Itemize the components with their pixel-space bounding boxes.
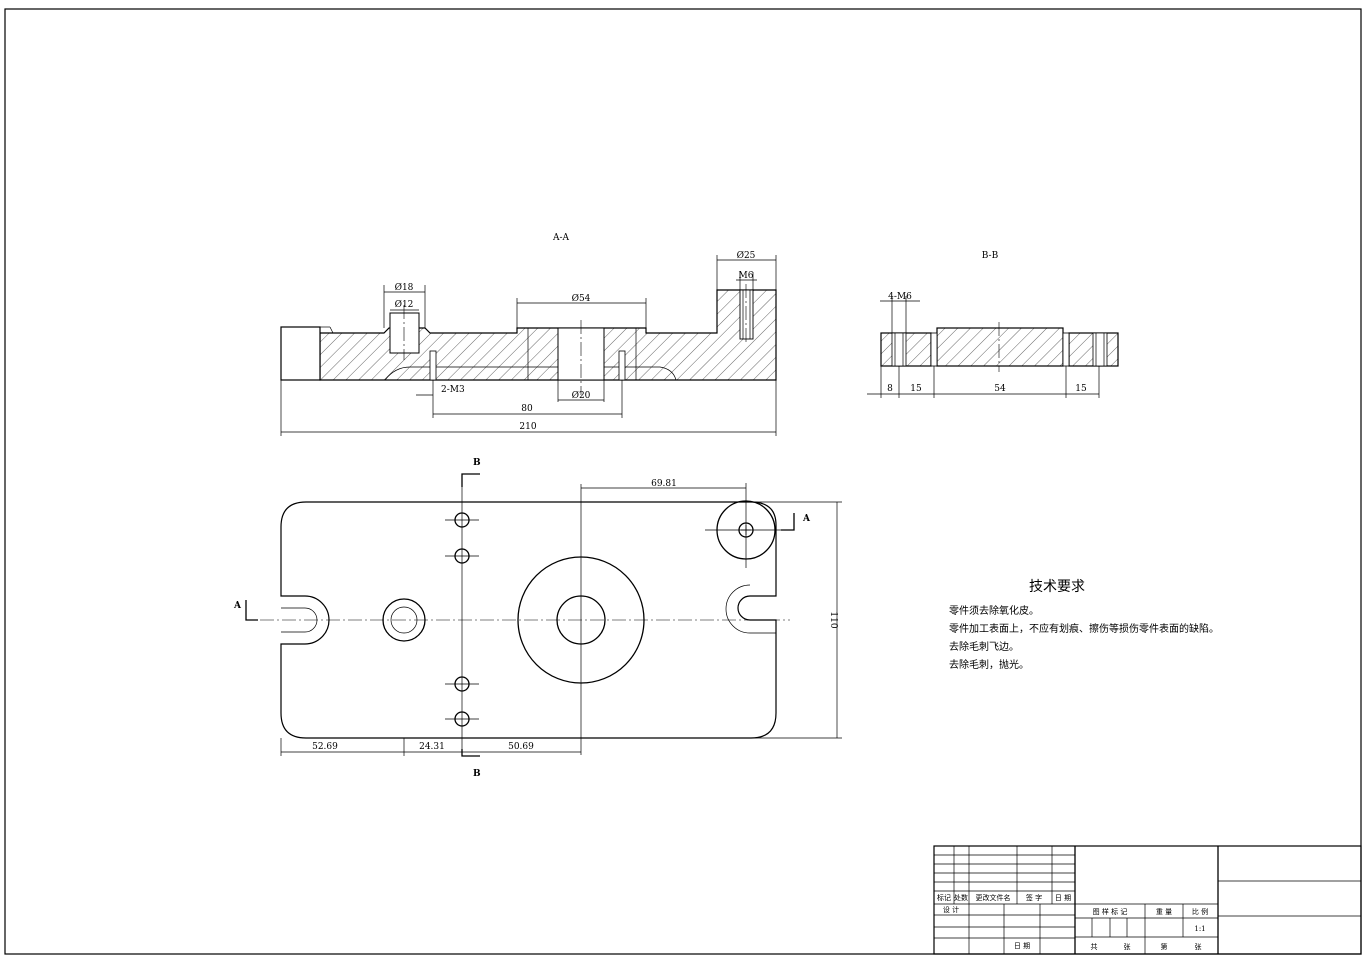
plan-view: A A B B 69.81 110 52.69 24.31 50.69 xyxy=(233,458,842,779)
dim-69-81: 69.81 xyxy=(651,479,677,489)
center-bore-plan xyxy=(556,595,606,645)
bb-center-block xyxy=(936,327,1064,367)
end-block xyxy=(280,326,321,381)
section-aa-view: A-A Ø18 Ø12 Ø54 xyxy=(280,233,777,436)
drawing-frame xyxy=(4,8,1362,955)
tech-req-item-4: 去除毛刺，抛光。 xyxy=(949,658,1029,671)
dim-210: 210 xyxy=(519,422,536,432)
marker-a-right: A xyxy=(802,514,811,524)
tb-figure-mark: 图 样 标 记 xyxy=(1093,907,1128,916)
tech-req-item-2: 零件加工表面上，不应有划痕、擦伤等损伤零件表面的缺陷。 xyxy=(949,622,1219,635)
dim-54: 54 xyxy=(994,384,1006,394)
tb-date: 日 期 xyxy=(1055,894,1071,902)
tb-scale-value: 1:1 xyxy=(1194,925,1205,933)
dim-24-31: 24.31 xyxy=(419,742,445,752)
section-bb-title: B-B xyxy=(982,251,999,261)
tb-scale: 比 例 xyxy=(1192,907,1208,916)
dim-m6: M6 xyxy=(739,271,754,281)
dim-d54: Ø54 xyxy=(572,293,591,304)
marker-b-top: B xyxy=(473,458,481,468)
tb-sheet2: 张 xyxy=(1195,942,1202,951)
tb-design: 设 计 xyxy=(943,905,959,914)
title-block: 标记 处数 更改文件名 签 字 日 期 设 计 日 期 图 样 标 记 重 量 … xyxy=(933,845,1362,955)
tech-req-item-3: 去除毛刺飞边。 xyxy=(949,640,1019,653)
dim-110: 110 xyxy=(828,611,838,628)
dim-d20: Ø20 xyxy=(572,390,591,401)
counterbore-plan xyxy=(382,598,426,642)
tb-total: 共 xyxy=(1091,942,1098,951)
section-aa-title: A-A xyxy=(552,233,570,243)
tb-mark: 标记 xyxy=(937,893,951,902)
dim-15a: 15 xyxy=(910,384,922,394)
tb-date2: 日 期 xyxy=(1014,942,1030,950)
dim-4-m6: 4-M6 xyxy=(888,292,912,302)
m6-hole xyxy=(739,289,754,340)
tb-sign: 签 字 xyxy=(1026,893,1042,902)
tb-sheet: 张 xyxy=(1124,942,1131,951)
section-aa-body xyxy=(319,289,777,381)
tb-count: 处数 xyxy=(954,893,968,902)
technical-requirements: 技术要求 零件须去除氧化皮。 零件加工表面上，不应有划痕、擦伤等损伤零件表面的缺… xyxy=(949,579,1219,671)
dim-80: 80 xyxy=(521,404,533,414)
dim-2-m3: 2-M3 xyxy=(441,385,465,395)
tb-weight: 重 量 xyxy=(1156,908,1172,916)
dim-d18: Ø18 xyxy=(395,282,414,293)
large-boss xyxy=(517,556,645,684)
tech-req-title: 技术要求 xyxy=(1029,579,1085,595)
counterbore xyxy=(389,312,420,354)
tech-req-item-1: 零件须去除氧化皮。 xyxy=(949,604,1039,617)
plate-outline xyxy=(280,501,777,739)
tb-doc: 更改文件名 xyxy=(976,893,1011,902)
dim-d12: Ø12 xyxy=(395,299,414,310)
dim-15b: 15 xyxy=(1075,384,1087,394)
tb-no: 第 xyxy=(1161,942,1168,951)
dim-52-69: 52.69 xyxy=(312,742,338,752)
dim-50-69: 50.69 xyxy=(508,742,534,752)
dim-8: 8 xyxy=(887,384,893,394)
dim-d25: Ø25 xyxy=(737,250,756,261)
marker-a-left: A xyxy=(233,601,242,611)
marker-b-bottom: B xyxy=(473,769,481,779)
section-bb-view: B-B 4-M6 8 15 54 15 xyxy=(867,251,1119,398)
